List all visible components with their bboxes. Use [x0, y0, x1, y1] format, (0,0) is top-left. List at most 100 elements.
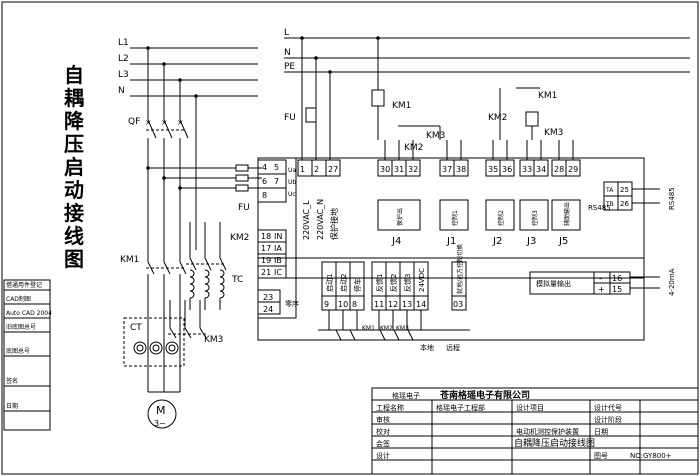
output-name: J2 — [492, 236, 502, 247]
output-terminal-num: 33 — [522, 165, 532, 174]
motor-letter: M — [156, 404, 166, 417]
power-terminal — [325, 159, 341, 177]
output-box — [377, 199, 421, 231]
side-panel-text: 底图总号 — [6, 347, 30, 355]
output-function-label: 辅助输出 — [563, 202, 571, 226]
analog-minus: - — [599, 274, 602, 283]
relay-km3-right: KM3 — [544, 128, 563, 138]
output-terminal-num: 37 — [442, 165, 452, 174]
switch-contact — [393, 329, 400, 341]
input-label: 反馈2 — [389, 274, 398, 292]
output-name: J3 — [526, 236, 536, 247]
qf-label: QF — [128, 117, 140, 127]
km3-label: KM3 — [204, 335, 223, 345]
output-terminal-num: 32 — [408, 165, 418, 174]
output-terminal-num: 28 — [554, 165, 564, 174]
remote-terminal-num: 03 — [453, 300, 463, 309]
ct-terminal-lab: IC — [274, 268, 282, 277]
junction-dot — [162, 176, 166, 180]
ct-label: CT — [130, 323, 142, 333]
fuse-body — [235, 174, 249, 182]
relay-coil-km1 — [371, 89, 385, 107]
analog-label: 模拟量输出 — [536, 279, 571, 288]
tc-winding — [189, 269, 195, 278]
junction-dot — [146, 166, 150, 170]
rs485-ta: TA — [605, 187, 614, 194]
junction-dot — [194, 94, 198, 98]
ct-core — [152, 344, 160, 352]
tb-label: 工程名称 — [376, 403, 404, 412]
tb-label: 校对 — [376, 427, 390, 436]
voltage-terminal-num: 8 — [262, 191, 267, 200]
tc-winding — [219, 290, 225, 299]
remote-label: 就地/远方控制切换 — [456, 244, 464, 294]
analog-n15: 15 — [612, 285, 622, 294]
tc-winding — [204, 283, 210, 292]
breaker-contact — [163, 119, 173, 139]
tc-winding — [219, 269, 225, 278]
junction-dot — [162, 62, 166, 66]
control-line-label: N — [284, 48, 291, 58]
output-box — [551, 199, 581, 231]
tb-drawing-no: NO:GY800+ — [630, 452, 672, 460]
tb-dept: 格瑶电子工程部 — [436, 403, 485, 412]
power-terminal-num: 27 — [328, 165, 338, 174]
motor-sub: 3~ — [154, 419, 166, 428]
zero-terminal — [257, 301, 281, 315]
junction-dot — [376, 36, 380, 40]
tc-winding — [204, 269, 210, 278]
ct-coil — [149, 341, 163, 355]
title-block — [371, 387, 699, 475]
title-char: 线 — [64, 224, 84, 248]
side-panel-text: 借通用件登记 — [6, 281, 42, 289]
ct-terminal — [257, 265, 287, 279]
breaker-x: × — [161, 118, 168, 127]
ct-terminal-num: 19 — [261, 256, 271, 265]
switch-contact — [407, 329, 414, 341]
side-panel-text: Auto CAD 2004 — [6, 310, 52, 317]
tb-right-label: 日期 — [594, 428, 608, 436]
relay-km2-mid: KM2 — [404, 143, 423, 153]
output-terminal-num: 29 — [568, 165, 578, 174]
power-terminal-label: 保护接地 — [329, 208, 339, 240]
rs485-n1: 25 — [620, 186, 629, 194]
analog-plus: + — [598, 285, 605, 294]
title-char: 动 — [64, 178, 84, 202]
voltage-terminal-num: 6 — [262, 177, 267, 186]
phase-label: L3 — [118, 70, 129, 80]
switch-contact — [335, 329, 342, 341]
title-char: 接 — [64, 201, 84, 225]
input-terminal-num: 8 — [352, 300, 357, 309]
voltage-terminal-num2: 7 — [274, 177, 279, 186]
voltage-terminal-num: 4 — [262, 163, 267, 172]
phase-label: N — [118, 86, 125, 96]
control-fu-label: FU — [284, 113, 296, 123]
protector-bottom — [257, 257, 645, 341]
zero-seq-label: 零序 — [285, 299, 299, 308]
ct-terminal-num: 18 — [261, 232, 271, 241]
output-box — [439, 199, 469, 231]
input-terminal-num: 10 — [338, 300, 348, 309]
remote-word: 远程 — [446, 343, 460, 352]
input-label: 停车 — [353, 278, 362, 292]
tb-label: 设计 — [376, 451, 390, 460]
output-terminal-num: 36 — [502, 165, 512, 174]
tb-drawing-sub: 自耦降压启动接线图 — [514, 437, 595, 449]
switch-contact — [379, 329, 386, 341]
ct-terminal-num: 21 — [261, 268, 271, 277]
fuse-body — [235, 164, 249, 172]
side-panel — [3, 279, 51, 431]
relay-km1-label: KM1 — [392, 101, 411, 111]
junction-dot — [314, 56, 318, 60]
title-char: 启 — [64, 155, 84, 179]
output-terminal-num: 30 — [380, 165, 390, 174]
tb-label: 审核 — [376, 415, 390, 424]
km3-contact — [184, 327, 192, 339]
input-terminal-num: 11 — [374, 300, 384, 309]
junction-dot — [178, 186, 182, 190]
zero-num-b: 24 — [263, 305, 273, 314]
ct-coil — [165, 341, 179, 355]
output-terminal-num: 38 — [456, 165, 466, 174]
